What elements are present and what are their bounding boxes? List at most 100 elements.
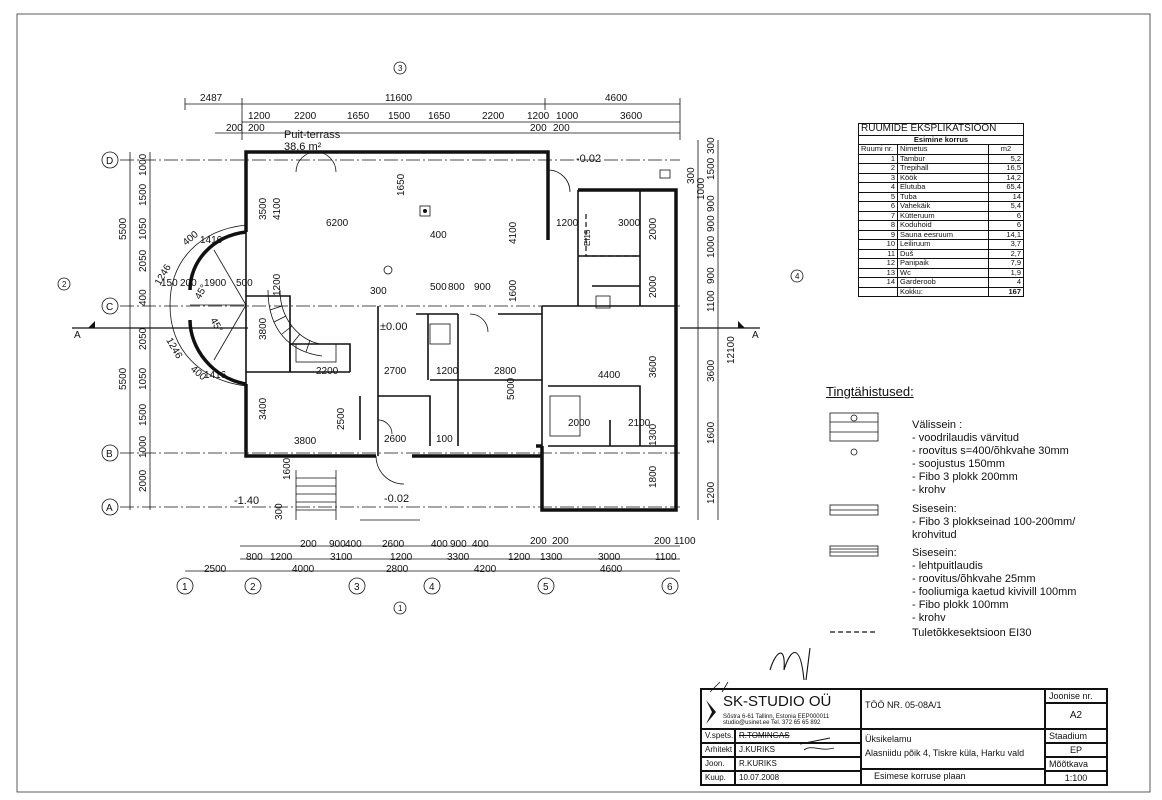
section-mark-a-left: A [74, 330, 81, 341]
sheet-label: Joonise nr. [1045, 689, 1107, 703]
company-logo-icon [706, 700, 716, 724]
dim-800-hall: 800 [448, 282, 465, 293]
table-cell: 5,4 [988, 201, 1024, 212]
dim-bottom: 200 [654, 536, 671, 547]
section-mark-1: 1 [398, 604, 403, 613]
dim-right: 300 [686, 167, 697, 184]
company-contact: studio@usinet.ee Tel. 372 65 65 892 [723, 720, 821, 726]
axis-label-4: 4 [429, 582, 435, 593]
legend-line: - Fibo plokk 100mm [912, 599, 1009, 611]
legend-line: krohvitud [912, 529, 957, 541]
dim-2200-room: 2200 [316, 366, 339, 377]
axis-label-3: 3 [354, 582, 360, 593]
terrace-label: Puit-terrass [284, 129, 341, 141]
table-header: Nimetus [897, 144, 989, 155]
stage-value: EP [1045, 743, 1107, 757]
table-cell: Kütteruum [897, 210, 989, 221]
dim-500: 500 [236, 278, 253, 289]
dim-2800-room: 2800 [494, 366, 517, 377]
dim-6200: 6200 [326, 218, 349, 229]
dim-right: 1200 [706, 481, 717, 504]
dim-2000-sauna: 2000 [648, 217, 659, 240]
dim-bottom: 1100 [655, 552, 677, 563]
interior-walls [246, 190, 676, 456]
legend-line: - roovitus s=400/õhkvahe 30mm [912, 445, 1069, 457]
table-cell: 9 [858, 229, 898, 240]
dim-left: 2050 [138, 327, 149, 350]
angle-lower: 45° [207, 316, 224, 335]
dim-4600-top: 4600 [605, 93, 628, 104]
axis-label-b: B [106, 449, 113, 460]
table-cell: 13 [858, 267, 898, 278]
dim-top: 1000 [556, 111, 579, 122]
dim-3800-room: 3800 [294, 436, 317, 447]
legend-symbols [829, 412, 879, 633]
dim-bottom: 1200 [390, 552, 413, 563]
room-table-caption: RUUMIDE EKSPLIKATSIOON [858, 123, 1024, 136]
table-cell: Tuba [897, 191, 989, 202]
dim-bottom: 3300 [447, 552, 470, 563]
dim-1416-upper: 1416 [200, 235, 223, 246]
project-address: Alasniidu põik 4, Tiskre küla, Harku val… [865, 748, 1025, 758]
sheet-border [16, 13, 1151, 793]
legend-item-exterior-wall: Välissein : - voodrilaudis värvitud - ro… [912, 418, 1126, 497]
label-ei15: EI15 [583, 229, 592, 246]
dim-left: 5500 [118, 367, 129, 390]
dim-top: 1650 [347, 111, 370, 122]
dim-left: 1050 [138, 217, 149, 240]
legend-line: - lehtpuitlaudis [912, 560, 983, 572]
dim-400-upper: 400 [181, 229, 201, 248]
bottom-dimensions: 200 900 400 2600 400 900 400 200 200 200… [185, 536, 696, 575]
table-cell: 65,4 [988, 182, 1024, 193]
legend-item-interior-wall-2: Sisesein: - lehtpuitlaudis - roovitus/õh… [912, 546, 1126, 625]
role-name: J.KURIKS [735, 743, 861, 757]
axis-label-c: C [106, 302, 113, 313]
table-cell: 8 [858, 220, 898, 231]
dim-left: 5500 [118, 217, 129, 240]
dim-4400: 4400 [598, 370, 621, 381]
table-cell: 6 [988, 220, 1024, 231]
project-cell: Üksikelamu Alasniidu põik 4, Tiskre küla… [861, 729, 1045, 769]
dim-3600-room: 3600 [648, 355, 659, 378]
dim-right: 1000 [706, 235, 717, 258]
dim-left: 1050 [138, 367, 149, 390]
dim-bottom: 200 [300, 539, 317, 550]
axis-label-1: 1 [182, 582, 188, 593]
dim-top2: 200 [553, 123, 570, 134]
legend-line: - krohv [912, 612, 946, 624]
table-cell: 1,9 [988, 267, 1024, 278]
dim-3400: 3400 [258, 397, 269, 420]
signature-marks [709, 647, 835, 751]
legend: Tingtähistused: Välissein : - voodrilaud… [826, 384, 1126, 639]
table-cell: 10 [858, 239, 898, 250]
legend-item-name: Sisesein: [912, 547, 957, 559]
dim-1600-entry: 1600 [282, 457, 293, 480]
dim-bottom: 1200 [270, 552, 293, 563]
dim-1200-sauna: 1200 [556, 218, 579, 229]
dim-bottom-overall: 4200 [474, 564, 497, 575]
dim-right: 900 [706, 195, 717, 212]
table-cell: 6 [988, 210, 1024, 221]
legend-line: - voodrilaudis värvitud [912, 432, 1019, 444]
dim-bottom-overall: 4600 [600, 564, 623, 575]
dim-150: 150 [161, 278, 178, 289]
role-label: Arhitekt [701, 743, 735, 757]
section-mark-4: 4 [795, 272, 800, 281]
dim-1000-right: 1000 [696, 177, 707, 200]
dim-1900: 1900 [204, 278, 227, 289]
dim-top: 1200 [248, 111, 271, 122]
dim-right: 1600 [706, 421, 717, 444]
table-cell: Leiliruum [897, 239, 989, 250]
dim-left: 400 [138, 289, 149, 306]
table-cell: 5,2 [988, 153, 1024, 164]
work-number: TÖÖ NR. 05-08A/1 [861, 689, 1045, 729]
left-dimensions: 1000 1500 1050 5500 2050 400 2050 1050 5… [118, 152, 151, 510]
fixtures [295, 169, 671, 437]
fire-section-ei15 [585, 214, 640, 257]
table-cell: 2,7 [988, 248, 1024, 259]
dim-top: 2200 [482, 111, 505, 122]
